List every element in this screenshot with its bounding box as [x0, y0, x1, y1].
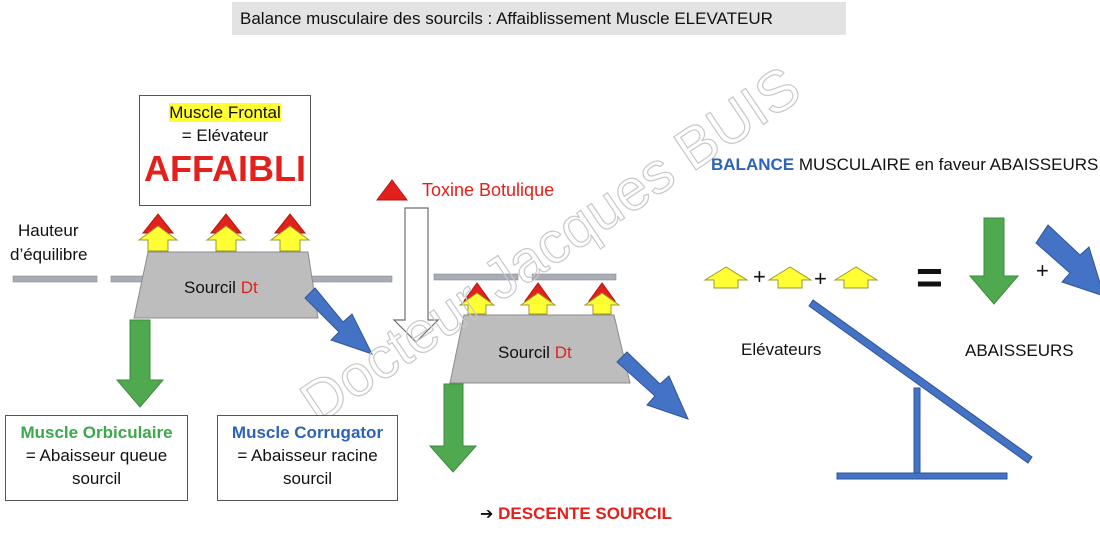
toxine-label: Toxine Botulique	[422, 180, 555, 200]
corrugator-line2: sourcil	[282, 469, 333, 488]
page-title: Balance musculaire des sourcils : Affaib…	[232, 2, 846, 35]
frontal-arrows-left	[137, 213, 311, 252]
abaisseurs-green-arrow	[968, 217, 1020, 305]
sourcil-left-label: Sourcil Dt	[184, 278, 258, 297]
elevateurs-arrows	[703, 266, 879, 289]
frontal-state: AFFAIBLI	[144, 148, 306, 189]
seesaw	[808, 299, 1033, 480]
white-down-arrow	[392, 207, 440, 343]
corrugator-box: Muscle Corrugator = Abaisseur racine sou…	[217, 415, 398, 501]
arrow-right-icon: ➔	[480, 506, 494, 523]
frontal-arrows-right	[458, 282, 621, 315]
frontal-role: = Elévateur	[181, 126, 269, 145]
plus-sign-2: +	[814, 266, 827, 291]
hauteur-label-1: Hauteur	[18, 221, 79, 240]
frontal-box: Muscle Frontal = Elévateur AFFAIBLI	[139, 95, 311, 206]
orbiculaire-box: Muscle Orbiculaire = Abaisseur queue sou…	[5, 415, 188, 501]
orbiculaire-name: Muscle Orbiculaire	[20, 423, 173, 442]
toxine-triangle-icon	[376, 179, 408, 201]
plus-sign-3: +	[1036, 258, 1049, 283]
balance-title: BALANCE MUSCULAIRE en faveur ABAISSEURS	[711, 155, 1099, 174]
corrugator-arrow-left	[304, 287, 373, 355]
equals-sign: =	[916, 251, 943, 303]
corrugator-arrow-right	[616, 351, 689, 420]
descente-line: ➔ DESCENTE SOURCIL	[480, 504, 672, 524]
hauteur-label-2: d’équilibre	[10, 245, 88, 264]
corrugator-name: Muscle Corrugator	[231, 423, 384, 442]
sourcil-right-label: Sourcil Dt	[498, 343, 572, 362]
orbiculaire-line2: sourcil	[71, 469, 122, 488]
right-green-arrow	[428, 383, 478, 473]
plus-sign-1: +	[753, 264, 766, 289]
orbiculaire-arrow	[115, 319, 165, 408]
elevateurs-label: Elévateurs	[741, 340, 822, 359]
sourcil-right-shape	[449, 314, 631, 384]
descente-label: DESCENTE SOURCIL	[498, 504, 672, 523]
corrugator-line1: = Abaisseur racine	[237, 446, 378, 465]
orbiculaire-line1: = Abaisseur queue	[25, 446, 168, 465]
sourcil-left-shape	[133, 251, 319, 319]
abaisseurs-blue-arrow	[1035, 224, 1100, 296]
frontal-name: Muscle Frontal	[169, 103, 281, 122]
abaisseurs-label: ABAISSEURS	[965, 341, 1074, 360]
